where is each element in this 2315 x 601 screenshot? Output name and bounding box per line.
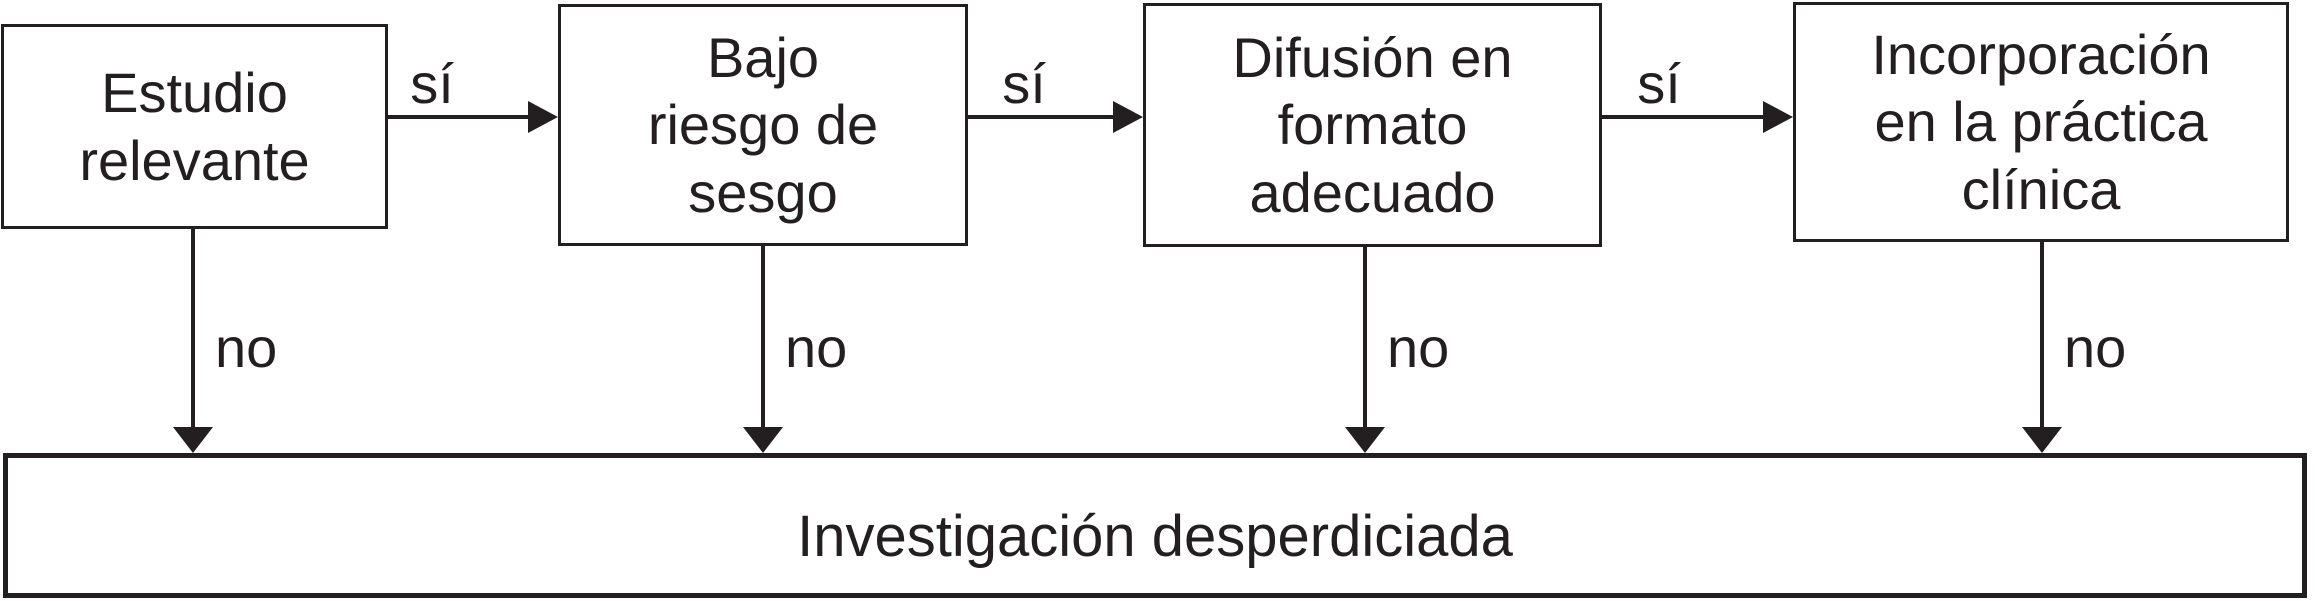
flow-box-incorporacion-practica-clinica: Incorporación en la práctica clínica xyxy=(1793,2,2289,242)
flow-box-bajo-riesgo-de-sesgo: Bajo riesgo de sesgo xyxy=(558,4,968,246)
flow-box-label: Bajo riesgo de sesgo xyxy=(647,26,879,224)
no-edge-label-1: no xyxy=(215,316,278,379)
yes-edge-label-1: sí xyxy=(410,52,454,115)
no-arrow-shaft-3 xyxy=(1363,247,1367,427)
down-arrowhead-icon xyxy=(743,427,783,453)
right-arrowhead-icon xyxy=(528,101,558,133)
no-edge-label-2: no xyxy=(785,316,848,379)
down-arrowhead-icon xyxy=(173,427,213,453)
down-arrowhead-icon xyxy=(1345,427,1385,453)
flow-box-label: Difusión en formato adecuado xyxy=(1232,26,1513,224)
flow-box-difusion-en-formato-adecuado: Difusión en formato adecuado xyxy=(1143,3,1602,247)
yes-edge-label-2: sí xyxy=(1002,52,1046,115)
right-arrowhead-icon xyxy=(1113,101,1143,133)
flow-box-estudio-relevante: Estudio relevante xyxy=(1,24,388,229)
yes-arrow-shaft-1 xyxy=(388,115,528,119)
no-arrow-shaft-1 xyxy=(191,229,195,427)
yes-arrow-shaft-2 xyxy=(968,115,1113,119)
no-arrow-shaft-4 xyxy=(2040,242,2044,427)
flow-box-investigacion-desperdiciada: Investigación desperdiciada xyxy=(3,453,2307,598)
no-edge-label-4: no xyxy=(2064,316,2127,379)
flow-box-label: Estudio relevante xyxy=(79,61,310,192)
down-arrowhead-icon xyxy=(2022,427,2062,453)
no-arrow-shaft-2 xyxy=(761,246,765,427)
sink-label: Investigación desperdiciada xyxy=(797,503,1513,569)
no-edge-label-3: no xyxy=(1387,316,1450,379)
right-arrowhead-icon xyxy=(1763,101,1793,133)
flow-box-label: Incorporación en la práctica clínica xyxy=(1871,23,2211,221)
yes-arrow-shaft-3 xyxy=(1602,115,1763,119)
yes-edge-label-3: sí xyxy=(1637,52,1681,115)
